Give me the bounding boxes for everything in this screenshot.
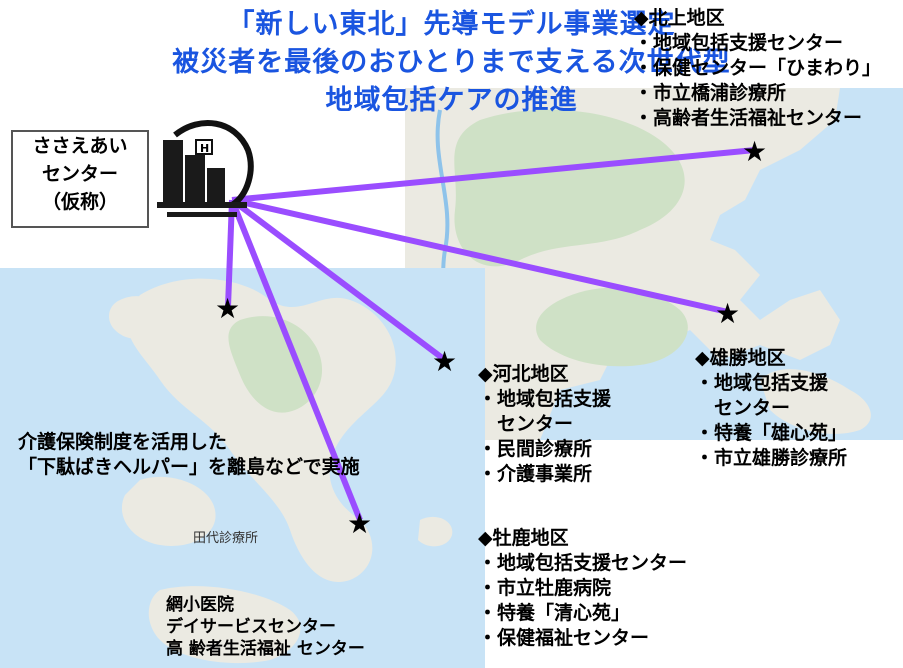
area-heading: ◆牡鹿地区 [478,527,569,549]
oshika-area: ◆牡鹿地区 ・地域包括支援センター ・市立牡鹿病院 ・特養「清心苑」 ・保健福祉… [478,526,687,651]
map-peninsula-east [760,369,871,434]
star-icon-kahoku: ★ [432,345,457,378]
map-forest-east-2 [536,287,688,367]
area-item: ・保健福祉センター [478,627,650,649]
map-forest-west [228,316,323,413]
sasaeai-center-box: ささえあい センター （仮称） [11,130,149,228]
area-item: ・民間診療所 [478,438,593,460]
area-item: ・市立雄勝診療所 [695,447,848,469]
facility-line: 網小医院 [166,595,234,615]
connector-oshika [229,198,363,522]
area-item: センター [478,413,574,435]
map-island-west [108,296,161,339]
star-icon-ogatsu: ★ [715,297,740,330]
area-item: ・地域包括支援センター [634,32,844,54]
area-item: ・介護事業所 [478,463,593,485]
facility-line: デイサービスセンター [166,617,336,637]
area-heading: ◆河北地区 [478,363,569,385]
facility-line: 高 齢者生活福祉 センター [166,639,365,659]
care-insurance-note: 介護保険制度を活用した 「下駄ばきヘルパー」を離島などで実施 [18,430,360,480]
area-item: ・地域包括支援 [478,388,612,410]
note-line: 「下駄ばきヘルパー」を離島などで実施 [18,456,360,478]
area-heading: ◆雄勝地区 [695,347,786,369]
area-item: ・地域包括支援 [695,372,829,394]
star-icon-kitakami: ★ [742,135,767,168]
connector-kahoku [230,197,447,363]
map-land-west [127,278,396,582]
note-line: 介護保険制度を活用した [18,431,228,453]
kitakami-area: ◆北上地区 ・地域包括支援センター ・保健センター「ひまわり」 ・市立橋浦診療所… [634,6,881,131]
building-icon: H [157,120,254,217]
ajishima-facilities: 網小医院 デイサービスセンター 高 齢者生活福祉 センター [166,594,365,660]
area-item: ・高齢者生活福祉センター [634,107,863,129]
map-forest-east [454,109,685,267]
tashiro-clinic-label: 田代診療所 [193,531,259,546]
connector-ajishima [225,199,235,308]
title-line-2: 被災者を最後のおひとりまで支える次世代型 [172,47,731,78]
area-item: ・市立牡鹿病院 [478,577,612,599]
title-line-1: 「新しい東北」先導モデル事業選定 [227,9,676,40]
map-island-ajishima [148,586,301,664]
area-heading: ◆北上地区 [634,7,725,29]
center-line-2: センター [41,163,118,185]
area-item: ・特養「清心苑」 [478,602,631,624]
area-item: ・特養「雄心苑」 [695,422,848,444]
star-icon-ajishima: ★ [215,292,240,325]
star-icon-oshika: ★ [347,507,372,540]
svg-text:H: H [200,142,209,155]
ogatsu-area: ◆雄勝地区 ・地域包括支援 センター ・特養「雄心苑」 ・市立雄勝診療所 [695,346,847,471]
connector-kitakami [231,147,756,203]
map-islet [418,516,453,547]
area-item: ・保健センター「ひまわり」 [634,57,882,79]
center-line-3: （仮称） [41,191,118,213]
area-item: ・地域包括支援センター [478,552,688,574]
title-line-3: 地域包括ケアの推進 [325,85,578,116]
area-item: センター [695,397,791,419]
area-item: ・市立橋浦診療所 [634,82,787,104]
center-line-1: ささえあい [32,135,128,157]
map-island-tashiro [121,476,216,546]
kahoku-area: ◆河北地区 ・地域包括支援 センター ・民間診療所 ・介護事業所 [478,362,611,487]
connector-ogatsu [231,197,729,315]
